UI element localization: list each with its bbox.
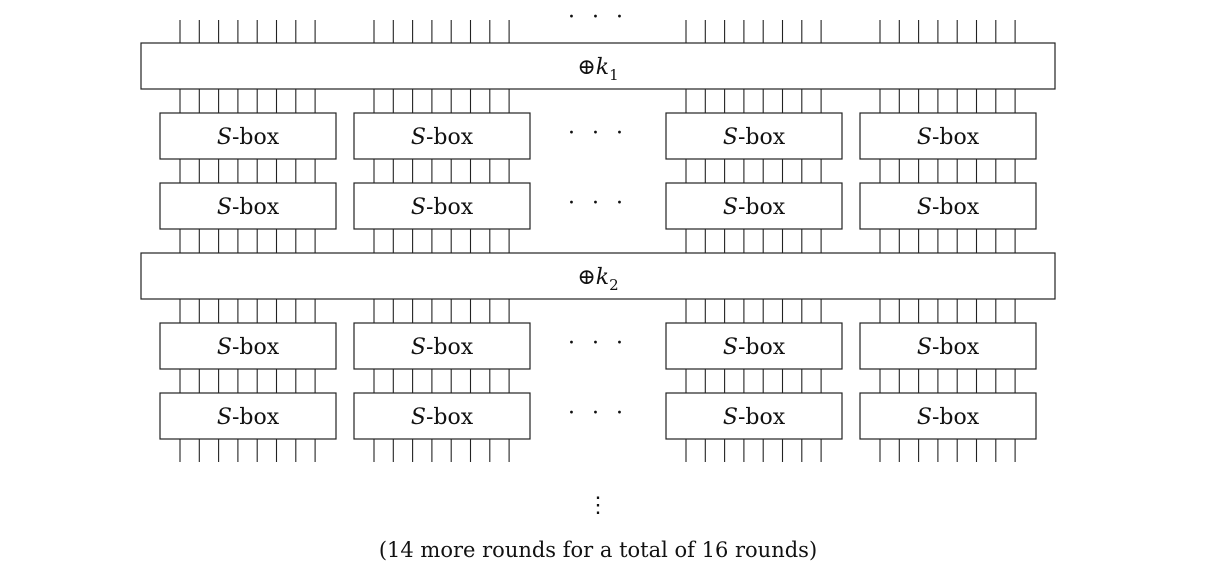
sbox-label: S-box bbox=[411, 335, 474, 360]
sbox-label: S-box bbox=[217, 405, 280, 430]
sbox bbox=[665, 392, 843, 440]
sbox-label: S-box bbox=[411, 125, 474, 150]
column-ellipsis: · · · bbox=[568, 191, 628, 216]
sbox-label: S-box bbox=[723, 405, 786, 430]
key-mix-k1-label: ⊕k1 bbox=[577, 55, 618, 84]
sbox bbox=[859, 322, 1037, 370]
sbox bbox=[353, 322, 531, 370]
rounds-caption: (14 more rounds for a total of 16 rounds… bbox=[378, 538, 818, 562]
sbox bbox=[859, 112, 1037, 160]
vertical-ellipsis: ⋮ bbox=[587, 493, 609, 518]
key-mix-k2-box bbox=[140, 252, 1056, 300]
column-ellipsis: · · · bbox=[568, 331, 628, 356]
sbox bbox=[353, 392, 531, 440]
key-mix-k2-label: ⊕k2 bbox=[577, 265, 618, 294]
sbox bbox=[665, 112, 843, 160]
sbox bbox=[159, 182, 337, 230]
sbox bbox=[665, 182, 843, 230]
sbox bbox=[353, 182, 531, 230]
sbox-label: S-box bbox=[217, 335, 280, 360]
sbox-label: S-box bbox=[217, 125, 280, 150]
sbox-label: S-box bbox=[411, 195, 474, 220]
sbox-label: S-box bbox=[917, 125, 980, 150]
sbox bbox=[353, 112, 531, 160]
column-ellipsis: · · · bbox=[568, 401, 628, 426]
column-ellipsis: · · · bbox=[568, 121, 628, 146]
sbox bbox=[159, 322, 337, 370]
sbox-label: S-box bbox=[723, 125, 786, 150]
key-mix-k1-box bbox=[140, 42, 1056, 90]
sbox-label: S-box bbox=[217, 195, 280, 220]
sbox-label: S-box bbox=[723, 195, 786, 220]
sbox bbox=[159, 392, 337, 440]
sbox-label: S-box bbox=[723, 335, 786, 360]
sbox-label: S-box bbox=[917, 195, 980, 220]
sbox-label: S-box bbox=[411, 405, 474, 430]
sbox-label: S-box bbox=[917, 335, 980, 360]
top-ellipsis: · · · bbox=[568, 5, 628, 30]
box-layer bbox=[140, 42, 1056, 440]
wire-layer bbox=[179, 20, 1016, 462]
sbox bbox=[665, 322, 843, 370]
sbox bbox=[859, 182, 1037, 230]
sbox bbox=[159, 112, 337, 160]
sbox-label: S-box bbox=[917, 405, 980, 430]
sbox bbox=[859, 392, 1037, 440]
